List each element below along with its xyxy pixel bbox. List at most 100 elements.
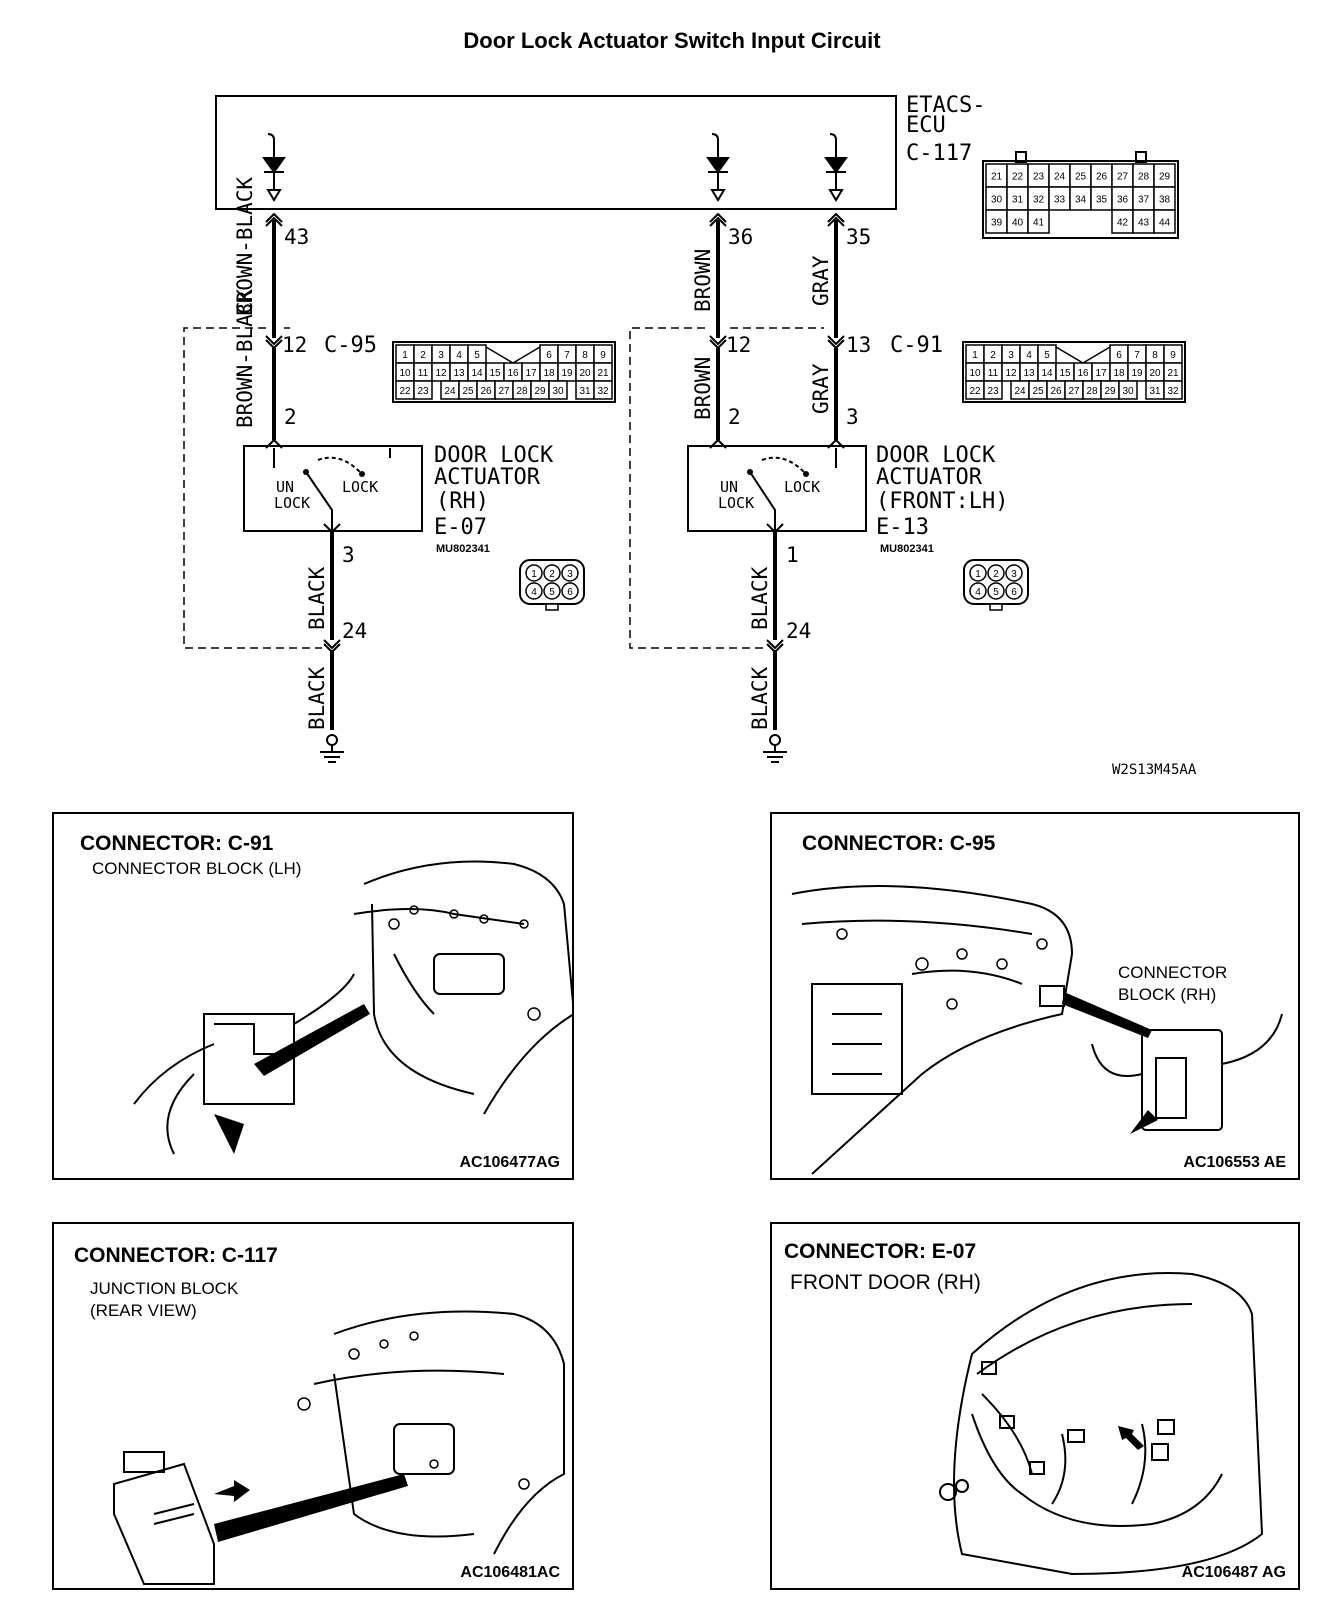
- c95-pin-13: 13: [453, 368, 465, 379]
- c91-pin-23: 23: [987, 386, 999, 397]
- ecu-pin-37: 37: [1138, 195, 1150, 206]
- ecu-pin-30: 30: [991, 195, 1003, 206]
- c95-pin-11: 11: [418, 368, 429, 379]
- panel-c117-title: CONNECTOR: C-117: [74, 1244, 278, 1267]
- c95-pin-6: 6: [546, 350, 552, 361]
- lh-junction-pin: 24: [786, 619, 811, 643]
- ecu-pin-44: 44: [1159, 218, 1171, 229]
- c91-pin-17: 17: [1095, 368, 1107, 379]
- panel-c95-subtitle-2: BLOCK (RH): [1118, 985, 1217, 1004]
- pin-36: 36: [728, 225, 753, 249]
- actuator-rh-pin-2: 2: [549, 569, 555, 580]
- wire-label-black-rh-1: BLACK: [305, 566, 329, 630]
- c91-pin-32: 32: [1167, 386, 1179, 397]
- c91-pin-5: 5: [1044, 350, 1050, 361]
- c95-pin-29: 29: [534, 386, 546, 397]
- actuator-lh-unlock-1: UN: [720, 478, 738, 496]
- wire-label-brown-bottom: BROWN: [691, 357, 715, 420]
- ecu-diode-left: [262, 133, 286, 202]
- lh-ground-pin: 1: [786, 543, 799, 567]
- actuator-lh-lock: LOCK: [784, 478, 820, 496]
- panel-c95-title: CONNECTOR: C-95: [802, 832, 996, 855]
- c95-pin-14: 14: [471, 368, 483, 379]
- actuator-rh-connector: E-07: [434, 515, 487, 540]
- c95-dashed-outline: [183, 327, 322, 649]
- c95-pin-12: 12: [435, 368, 447, 379]
- actuator-lh-pin-6: 6: [1011, 587, 1017, 598]
- c95-pin-15: 15: [489, 368, 501, 379]
- c91-pin-13: 13: [1023, 368, 1035, 379]
- panel-c91-illustration: [133, 860, 572, 1155]
- c95-pin-27: 27: [498, 386, 510, 397]
- c95-pin-25: 25: [462, 386, 474, 397]
- ecu-box: [215, 95, 897, 210]
- panel-e07-code: AC106487 AG: [1181, 1564, 1286, 1581]
- c91-pin-11: 11: [988, 368, 999, 379]
- c91-pin-16: 16: [1077, 368, 1089, 379]
- c95-pin-7: 7: [564, 350, 570, 361]
- diagram-title: Door Lock Actuator Switch Input Circuit: [463, 28, 881, 53]
- actuator-lh-pin-2: 2: [993, 569, 999, 580]
- c95-pin-28: 28: [516, 386, 528, 397]
- panel-c117-subtitle-1: JUNCTION BLOCK: [90, 1279, 239, 1298]
- actuator-lh-line3: (FRONT:LH): [876, 489, 1008, 514]
- c95-pin-8: 8: [582, 350, 588, 361]
- c91-name: C-91: [890, 333, 943, 358]
- ecu-pin-42: 42: [1117, 218, 1129, 229]
- actuator-rh-line1: DOOR LOCK: [434, 443, 554, 468]
- ecu-pin-40: 40: [1012, 218, 1024, 229]
- actuator-rh-line2: ACTUATOR: [434, 465, 541, 490]
- c91-pin-1: 1: [972, 350, 978, 361]
- c95-pin-5: 5: [474, 350, 480, 361]
- ecu-diode-right: [824, 133, 848, 202]
- c91-pin-top-a: 12: [726, 333, 751, 357]
- ground-symbol-rh: [320, 734, 344, 763]
- ecu-diode-mid: [706, 133, 730, 202]
- c95-pin-31: 31: [579, 386, 591, 397]
- ecu-pin-24: 24: [1054, 172, 1066, 183]
- c95-pin-3: 3: [438, 350, 444, 361]
- c95-pin-17: 17: [525, 368, 537, 379]
- ecu-pin-25: 25: [1075, 172, 1087, 183]
- actuator-lh-pin-1: 1: [975, 569, 981, 580]
- pin-35: 35: [846, 225, 871, 249]
- actuator-lh-part: MU802341: [880, 543, 934, 555]
- c91-pin-19: 19: [1131, 368, 1143, 379]
- actuator-lh-line2: ACTUATOR: [876, 465, 983, 490]
- ecu-pin-41: 41: [1033, 218, 1045, 229]
- c95-pin-bottom: 2: [284, 405, 297, 429]
- panel-connector-e07: CONNECTOR: E-07 FRONT DOOR (RH) AC106487…: [770, 1222, 1300, 1590]
- c91-pin-30: 30: [1122, 386, 1134, 397]
- ecu-pin-28: 28: [1138, 172, 1150, 183]
- c95-pin-10: 10: [399, 368, 411, 379]
- panel-c95-code: AC106553 AE: [1183, 1154, 1286, 1171]
- c95-pin-26: 26: [480, 386, 492, 397]
- ecu-name-line2: ECU: [906, 113, 946, 138]
- c91-pin-20: 20: [1149, 368, 1161, 379]
- ground-symbol-lh: [763, 734, 787, 763]
- c91-pin-2: 2: [990, 350, 996, 361]
- c95-pin-9: 9: [600, 350, 606, 361]
- c95-pin-top: 12: [282, 333, 307, 357]
- c91-dashed-outline: [629, 327, 765, 649]
- panel-connector-c91: CONNECTOR: C-91 CONNECTOR BLOCK (LH) AC1…: [52, 812, 574, 1180]
- c91-pin-12: 12: [1005, 368, 1017, 379]
- ecu-pin-31: 31: [1012, 195, 1024, 206]
- ecu-pin-39: 39: [991, 218, 1003, 229]
- c91-pin-6: 6: [1116, 350, 1122, 361]
- actuator-rh-lock: LOCK: [342, 478, 378, 496]
- wire-label-brown-top: BROWN: [691, 249, 715, 312]
- ecu-pin-27: 27: [1117, 172, 1129, 183]
- panel-c91-title: CONNECTOR: C-91: [80, 832, 274, 855]
- c91-pin-18: 18: [1113, 368, 1125, 379]
- c91-pin-28: 28: [1086, 386, 1098, 397]
- wire-label-brown-black-bottom: BROWN-BLACK: [233, 289, 257, 428]
- actuator-rh-pin-1: 1: [531, 569, 537, 580]
- rh-junction-pin: 24: [342, 619, 367, 643]
- actuator-rh-line3: (RH): [436, 489, 489, 514]
- actuator-rh-pin-6: 6: [567, 587, 573, 598]
